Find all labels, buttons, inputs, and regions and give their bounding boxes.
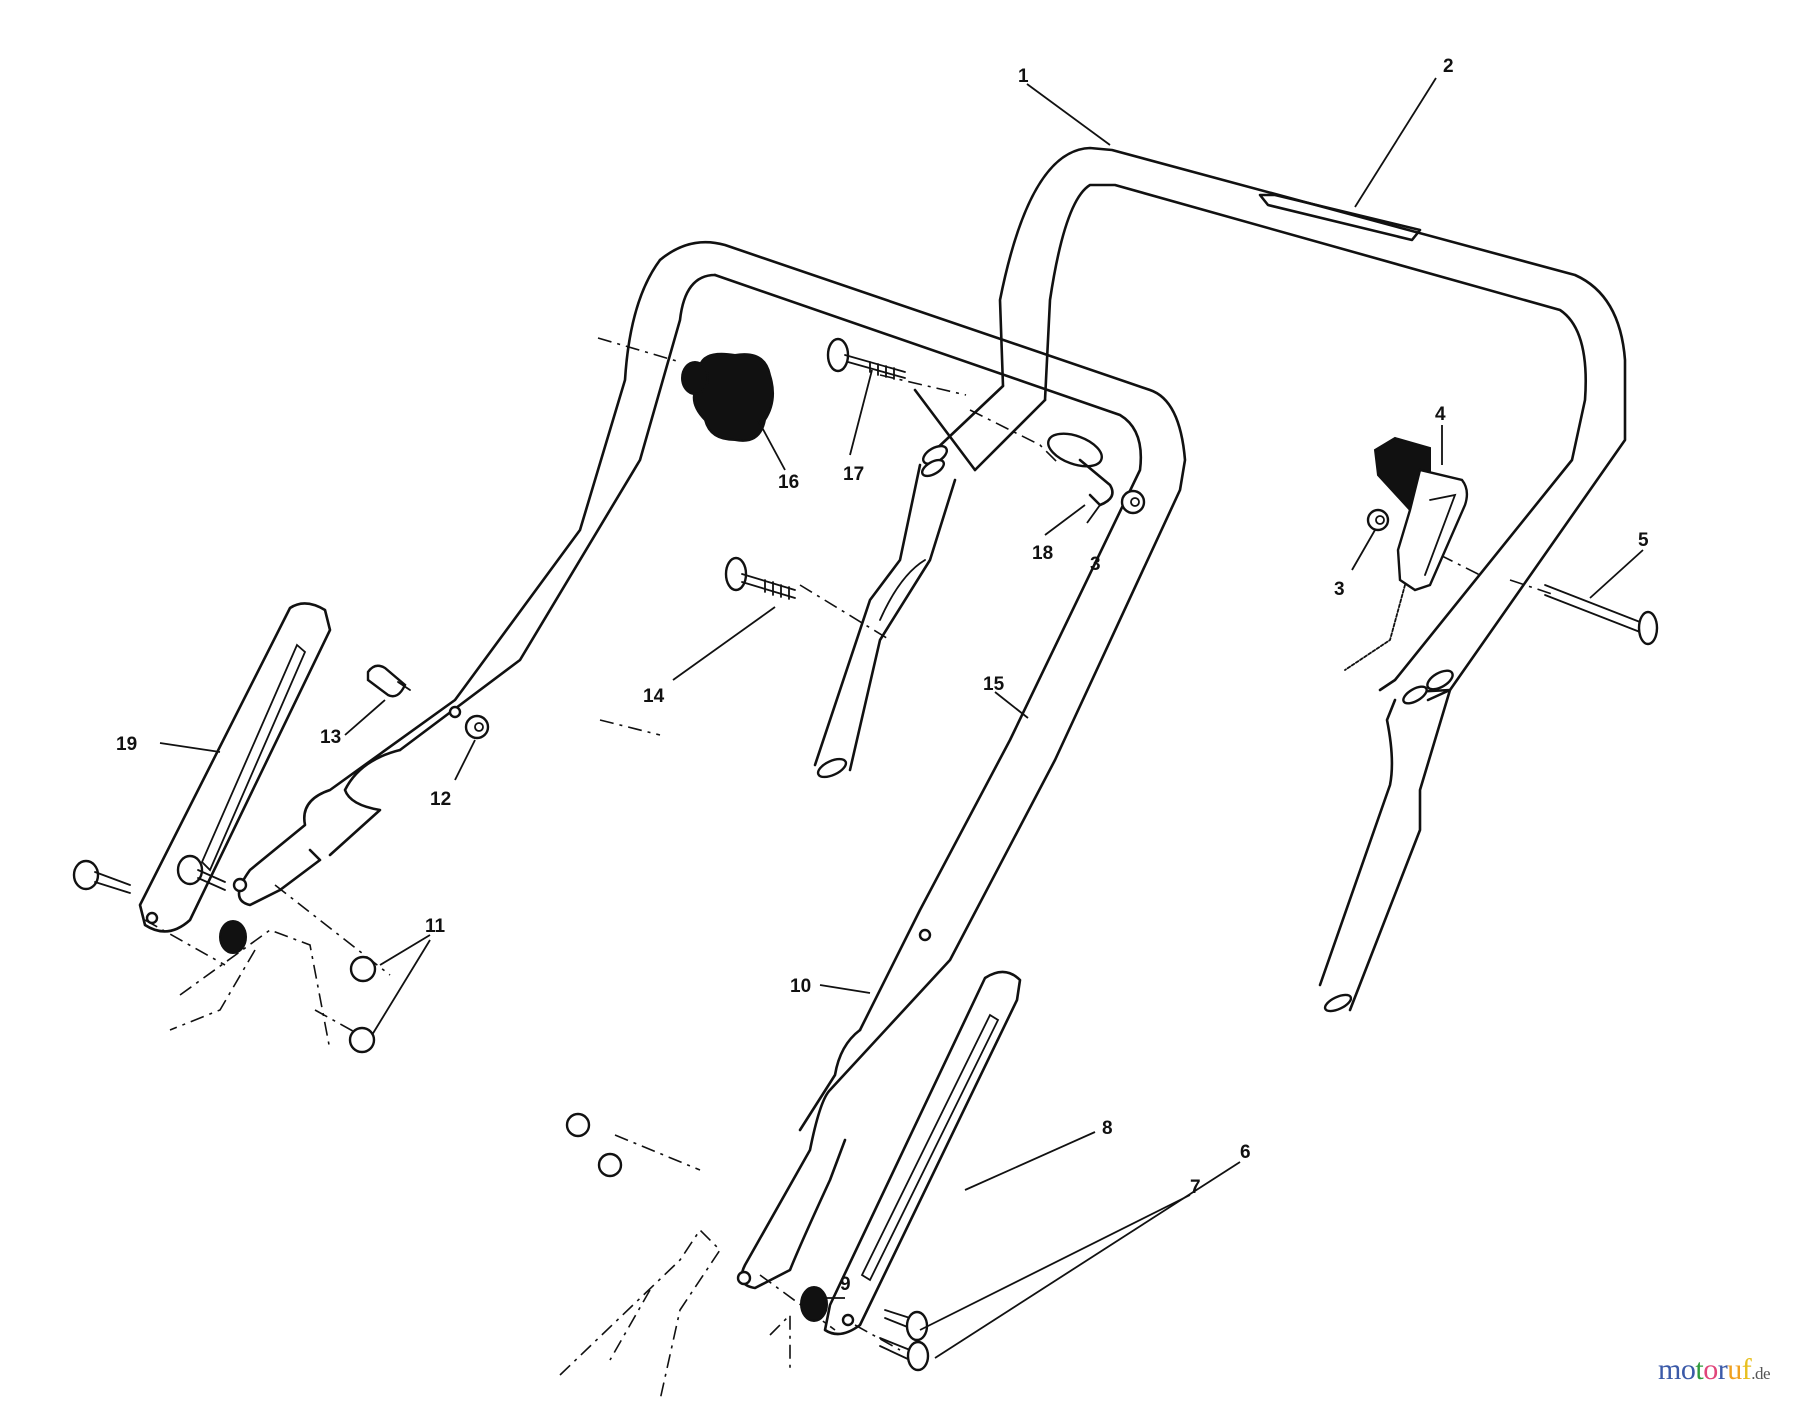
wm-letter: t <box>1695 1353 1704 1386</box>
callout-12: 12 <box>430 789 451 810</box>
callout-4: 4 <box>1435 404 1446 425</box>
callout-17: 17 <box>843 464 864 485</box>
knob-16 <box>681 352 775 442</box>
callout-18: 18 <box>1032 543 1053 564</box>
lower-handle <box>232 240 1187 1290</box>
callout-3a: 3 <box>1090 554 1101 575</box>
center-tube <box>813 388 977 779</box>
callout-13: 13 <box>320 727 341 748</box>
mower-deck-fragments <box>169 929 791 1401</box>
watermark-logo: motoruf.de <box>1658 1353 1770 1387</box>
bracket-8 <box>823 970 1022 1336</box>
callout-2: 2 <box>1443 56 1454 77</box>
bolt-17 <box>826 337 906 380</box>
callout-3b: 3 <box>1334 579 1345 600</box>
bolts-6-7-19-left <box>72 854 930 1372</box>
callout-11: 11 <box>425 916 446 937</box>
wm-letter: m <box>1658 1353 1681 1386</box>
leader-lines <box>159 77 1644 1359</box>
throttle-control-4 <box>1344 436 1469 671</box>
callout-10: 10 <box>790 976 811 997</box>
bolt-14 <box>724 556 796 600</box>
wm-letter: r <box>1717 1353 1728 1386</box>
nut-3-left <box>1120 489 1146 515</box>
nut-12 <box>464 714 490 740</box>
callout-6: 6 <box>1240 1142 1251 1163</box>
wm-letter: f <box>1741 1353 1752 1386</box>
wm-suffix: .de <box>1751 1364 1770 1383</box>
pin-13 <box>366 664 411 698</box>
callout-19: 19 <box>116 734 137 755</box>
upper-handle <box>922 146 1627 702</box>
callout-labels: 1 2 3 3 4 5 6 7 8 9 10 11 12 13 14 15 16… <box>116 56 1649 1295</box>
right-lower-handle <box>1318 685 1452 1013</box>
callout-16: 16 <box>778 472 799 493</box>
bracket-19 <box>138 602 332 933</box>
wm-letter: o <box>1680 1353 1696 1386</box>
assembly-axes <box>144 337 1556 1351</box>
washers-9 <box>219 920 828 1322</box>
callout-9: 9 <box>840 1274 851 1295</box>
callout-7: 7 <box>1190 1177 1201 1198</box>
callout-15: 15 <box>983 674 1005 695</box>
cable-guide-18 <box>1047 432 1114 507</box>
lock-nuts-11 <box>348 955 623 1178</box>
callout-1: 1 <box>1018 66 1029 87</box>
callout-14: 14 <box>643 686 665 707</box>
callout-5: 5 <box>1638 530 1649 551</box>
bolt-5 <box>1544 584 1659 646</box>
callout-8: 8 <box>1102 1118 1113 1139</box>
wm-letter: o <box>1703 1353 1718 1386</box>
nut-3-right <box>1366 508 1390 532</box>
wm-letter: u <box>1727 1353 1742 1386</box>
